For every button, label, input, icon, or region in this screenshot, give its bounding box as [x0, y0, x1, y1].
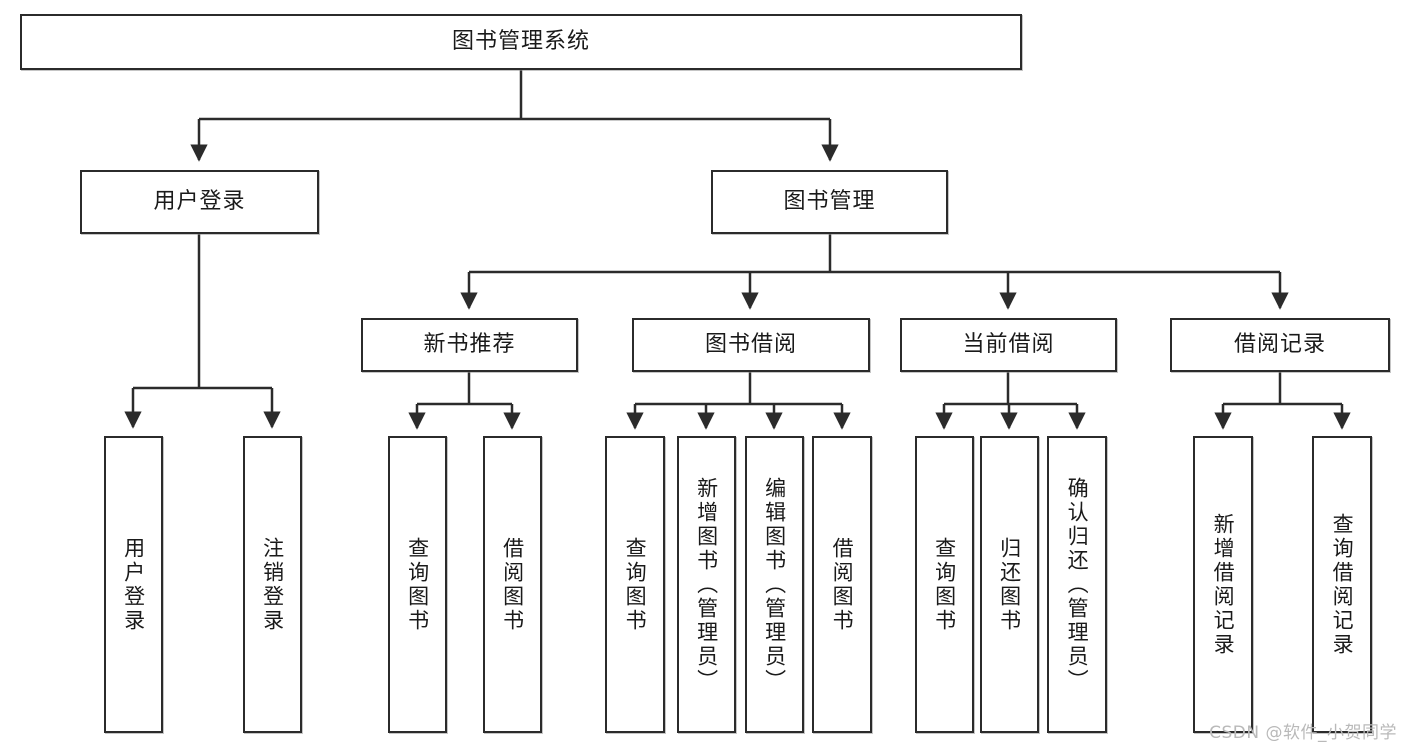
leaf-add-book-admin[interactable]: 新增图书（管理员）: [677, 436, 736, 733]
leaf-query-book-new[interactable]: 查询图书: [388, 436, 447, 733]
node-user-login-label: 用户登录: [153, 188, 246, 214]
node-new-book-recommendation[interactable]: 新书推荐: [361, 318, 578, 372]
node-user-login[interactable]: 用户登录: [80, 170, 319, 234]
node-root-label: 图书管理系统: [451, 28, 590, 54]
node-borrowing-records-label: 借阅记录: [1233, 331, 1326, 357]
leaf-return-book[interactable]: 归还图书: [980, 436, 1039, 733]
node-book-borrowing-label: 图书借阅: [704, 331, 797, 357]
leaf-edit-book-admin-label: 编辑图书（管理员）: [762, 476, 787, 693]
leaf-add-book-admin-label: 新增图书（管理员）: [694, 476, 719, 693]
node-root[interactable]: 图书管理系统: [20, 14, 1022, 70]
leaf-edit-book-admin[interactable]: 编辑图书（管理员）: [745, 436, 804, 733]
leaf-borrow-book-new[interactable]: 借阅图书: [483, 436, 542, 733]
leaf-query-book-current-label: 查询图书: [932, 536, 957, 633]
watermark: CSDN @软件_小贺同学: [1209, 723, 1397, 743]
leaf-add-borrow-record-label: 新增借阅记录: [1211, 512, 1236, 657]
node-new-book-recommendation-label: 新书推荐: [423, 331, 516, 357]
leaf-confirm-return-admin[interactable]: 确认归还（管理员）: [1047, 436, 1107, 733]
leaf-borrow-book-label: 借阅图书: [830, 536, 855, 633]
leaf-logout[interactable]: 注销登录: [243, 436, 302, 733]
leaf-user-login-label: 用户登录: [121, 536, 146, 633]
node-book-management[interactable]: 图书管理: [711, 170, 948, 234]
leaf-query-book-borrow-label: 查询图书: [623, 536, 648, 633]
leaf-borrow-book-new-label: 借阅图书: [500, 536, 525, 633]
leaf-query-book-new-label: 查询图书: [405, 536, 430, 633]
node-current-borrowing[interactable]: 当前借阅: [900, 318, 1117, 372]
leaf-user-login[interactable]: 用户登录: [104, 436, 163, 733]
leaf-query-borrow-record-label: 查询借阅记录: [1330, 512, 1355, 657]
node-book-management-label: 图书管理: [783, 188, 876, 214]
leaf-query-book-current[interactable]: 查询图书: [915, 436, 974, 733]
leaf-return-book-label: 归还图书: [997, 536, 1022, 633]
node-borrowing-records[interactable]: 借阅记录: [1170, 318, 1390, 372]
leaf-confirm-return-admin-label: 确认归还（管理员）: [1065, 476, 1090, 693]
leaf-logout-label: 注销登录: [260, 536, 285, 633]
node-book-borrowing[interactable]: 图书借阅: [632, 318, 870, 372]
leaf-query-book-borrow[interactable]: 查询图书: [605, 436, 665, 733]
node-current-borrowing-label: 当前借阅: [962, 331, 1055, 357]
leaf-query-borrow-record[interactable]: 查询借阅记录: [1312, 436, 1372, 733]
leaf-add-borrow-record[interactable]: 新增借阅记录: [1193, 436, 1253, 733]
leaf-borrow-book[interactable]: 借阅图书: [812, 436, 872, 733]
